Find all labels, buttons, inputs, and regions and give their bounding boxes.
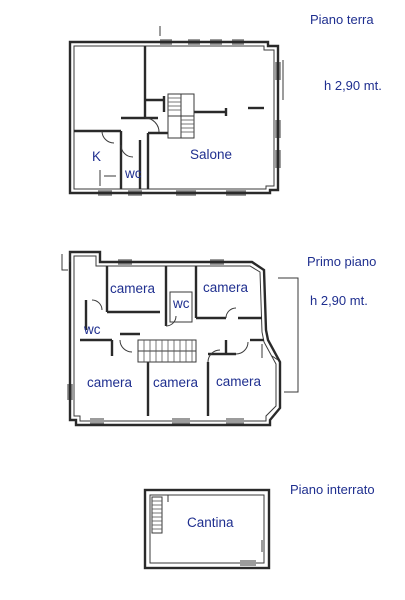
room-label-camera-4: camera bbox=[153, 375, 199, 390]
room-label-salone: Salone bbox=[190, 147, 232, 162]
room-label-wc-first-2: wc bbox=[83, 322, 101, 337]
room-label-wc-ground: wc bbox=[124, 166, 142, 181]
room-label-wc-first-1: wc bbox=[172, 296, 190, 311]
room-label-camera-1: camera bbox=[110, 281, 156, 296]
ground-floor-plan bbox=[68, 26, 284, 196]
room-label-camera-3: camera bbox=[87, 375, 133, 390]
room-label-kitchen: K bbox=[92, 149, 101, 164]
room-label-camera-2: camera bbox=[203, 280, 249, 295]
basement-plan bbox=[143, 488, 271, 570]
room-label-camera-5: camera bbox=[216, 374, 262, 389]
level-name-basement: Piano interrato bbox=[290, 482, 375, 497]
level-name-first: Primo piano bbox=[307, 254, 376, 269]
first-floor-plan bbox=[61, 250, 299, 427]
room-label-cantina: Cantina bbox=[187, 515, 234, 530]
level-name-ground: Piano terra bbox=[310, 12, 374, 27]
level-height-ground: h 2,90 mt. bbox=[324, 78, 382, 93]
level-height-first: h 2,90 mt. bbox=[310, 293, 368, 308]
